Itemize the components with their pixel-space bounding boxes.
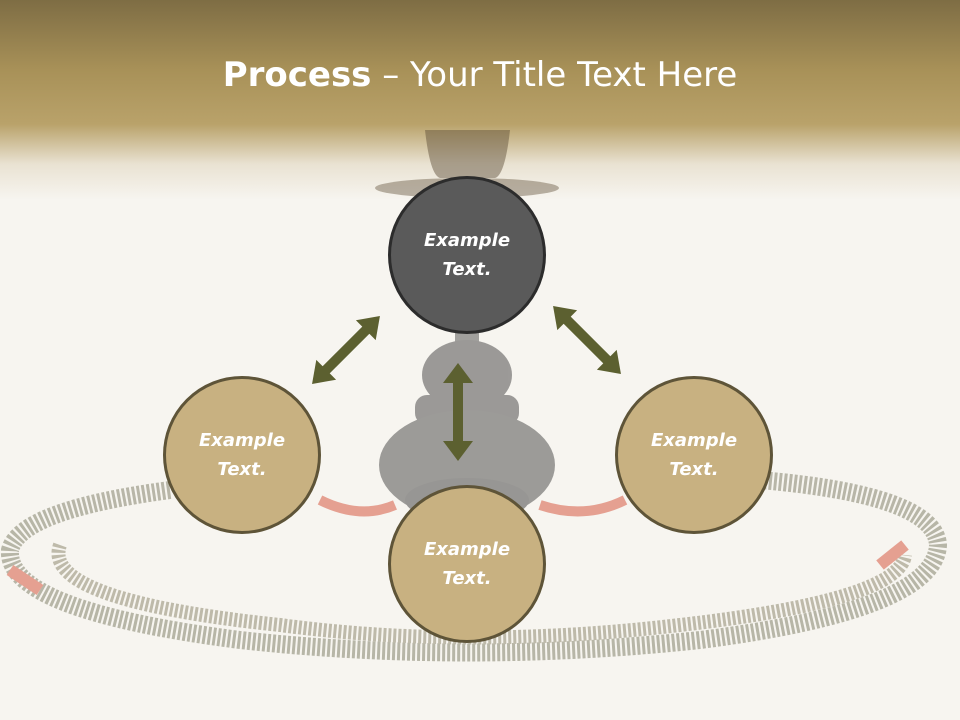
title-bold: Process: [222, 55, 372, 95]
arrow-top-right: [553, 306, 621, 374]
node-label: Example Text.: [650, 430, 738, 480]
process-node-right: Example Text.: [615, 376, 773, 534]
process-node-left: Example Text.: [163, 376, 321, 534]
node-label: Example Text.: [423, 539, 511, 589]
title-rest: – Your Title Text Here: [371, 55, 738, 95]
arrow-vertical: [443, 363, 473, 461]
process-node-bottom: Example Text.: [388, 485, 546, 643]
process-node-top: Example Text.: [388, 176, 546, 334]
slide-title: Process – Your Title Text Here: [0, 52, 960, 98]
node-label: Example Text.: [198, 430, 286, 480]
connector-arrows: [312, 306, 621, 461]
arrow-top-left: [312, 316, 380, 384]
node-label: Example Text.: [423, 230, 511, 280]
title-banner: [0, 0, 960, 200]
